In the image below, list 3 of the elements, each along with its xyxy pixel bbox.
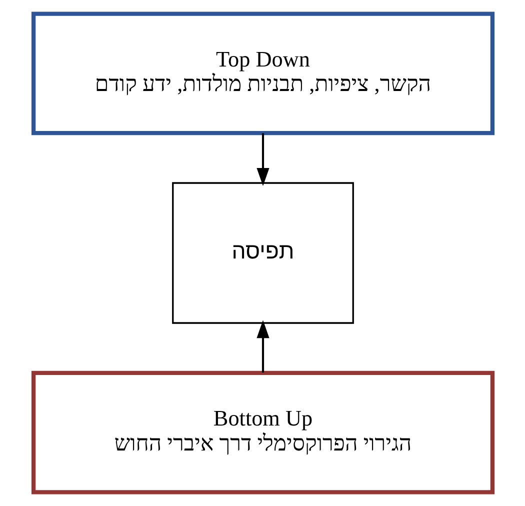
node-box: תפיסה — [172, 182, 354, 324]
arrow — [256, 320, 269, 373]
arrow — [256, 133, 269, 186]
